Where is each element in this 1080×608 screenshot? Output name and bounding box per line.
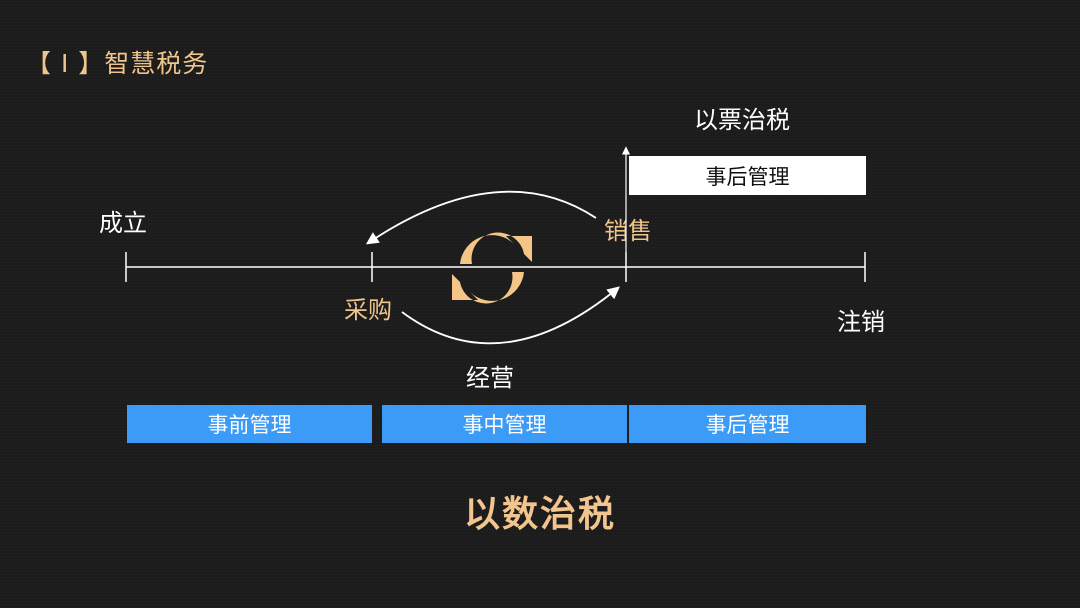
label-established: 成立 [99, 209, 147, 237]
label-purchase: 采购 [344, 296, 392, 324]
phase-pre-management: 事前管理 [127, 405, 372, 443]
arc-arrow-top [365, 190, 597, 245]
phase-post-management: 事后管理 [629, 405, 866, 443]
bottom-slogan: 以数治税 [463, 494, 616, 535]
label-sales: 销售 [604, 217, 652, 245]
page-title: 【 I 】智慧税务 [26, 49, 209, 78]
label-cancel: 注销 [837, 308, 885, 336]
refresh-cycle-icon [452, 232, 532, 304]
post-management-box-top: 事后管理 [629, 156, 866, 195]
arc-arrow-bottom [401, 286, 620, 345]
label-operation: 经营 [466, 364, 514, 392]
label-ticket-tax: 以票治税 [694, 106, 790, 134]
phase-mid-management: 事中管理 [382, 405, 627, 443]
